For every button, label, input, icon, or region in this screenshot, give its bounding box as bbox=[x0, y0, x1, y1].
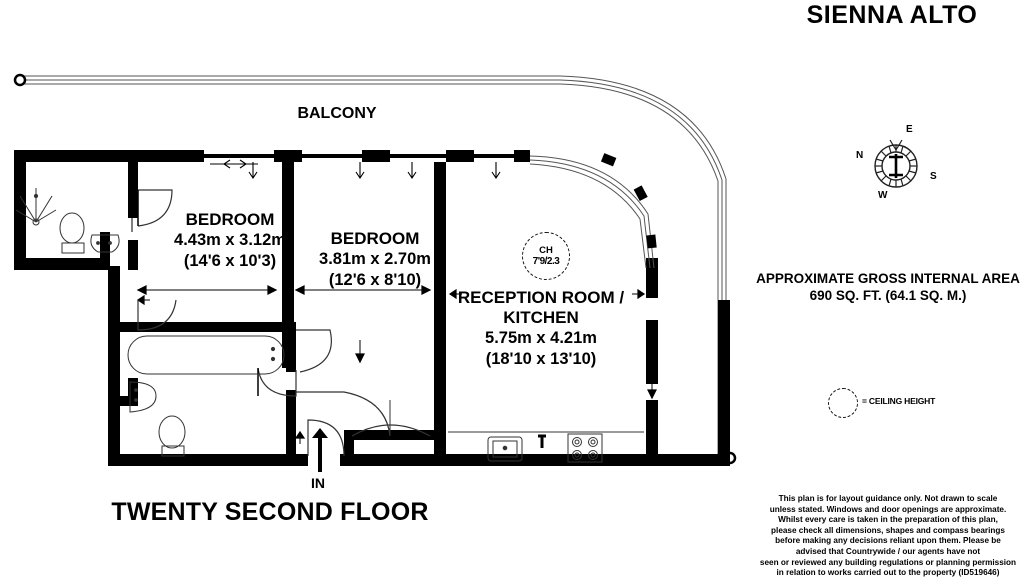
compass-north-label: N bbox=[856, 150, 864, 161]
ceiling-height-abbr: CH bbox=[539, 245, 553, 256]
bedroom-2-dim-imperial: (12'6 x 8'10) bbox=[328, 271, 422, 289]
area-heading: APPROXIMATE GROSS INTERNAL AREA bbox=[756, 271, 1020, 286]
compass-letters: N E S W bbox=[852, 122, 948, 210]
gross-internal-area: APPROXIMATE GROSS INTERNAL AREA 690 SQ. … bbox=[752, 270, 1024, 304]
ensuite-fixtures bbox=[15, 188, 120, 254]
bedroom-1-dim-imperial: (14'6 x 10'3) bbox=[183, 252, 277, 270]
bedroom-2-name: BEDROOM bbox=[330, 229, 420, 248]
compass-east-label: E bbox=[906, 124, 913, 135]
room-label-bedroom-2: BEDROOM 3.81m x 2.70m (12'6 x 8'10) bbox=[290, 228, 460, 291]
ceiling-height-legend-circle bbox=[828, 388, 858, 418]
disclaimer-line-5: before making any decisions reliant upon… bbox=[775, 536, 1001, 546]
room-label-reception-kitchen: RECEPTION ROOM / KITCHEN 5.75m x 4.21m (… bbox=[432, 288, 650, 370]
ceiling-height-marker: CH 7'9/2.3 bbox=[522, 232, 570, 280]
ceiling-height-legend-text: = CEILING HEIGHT bbox=[862, 396, 936, 406]
floor-label: TWENTY SECOND FLOOR bbox=[111, 498, 429, 526]
entrance-label: IN bbox=[311, 475, 325, 491]
compass-south-label: S bbox=[930, 171, 937, 182]
bedroom-1-dim-metric: 4.43m x 3.12m bbox=[174, 231, 286, 249]
reception-dim-imperial: (18'10 x 13'10) bbox=[485, 350, 597, 368]
door-swings bbox=[137, 189, 431, 457]
entrance-arrow-icon bbox=[312, 428, 328, 472]
balcony-railing bbox=[20, 75, 727, 458]
reception-name-line2: KITCHEN bbox=[503, 308, 579, 327]
bay-window-mullions bbox=[600, 153, 657, 249]
disclaimer-line-7: seen or reviewed any building regulation… bbox=[759, 557, 1017, 567]
disclaimer-text: This plan is for layout guidance only. N… bbox=[752, 494, 1024, 579]
dimension-arrows bbox=[131, 170, 657, 444]
disclaimer-line-1: This plan is for layout guidance only. N… bbox=[778, 494, 998, 503]
disclaimer-line-4: please check all dimensions, shapes and … bbox=[771, 525, 1005, 535]
bedroom-1-name: BEDROOM bbox=[185, 210, 275, 229]
kitchen-fixtures bbox=[448, 431, 644, 463]
bedroom-2-dim-metric: 3.81m x 2.70m bbox=[319, 250, 431, 268]
compass-west-label: W bbox=[878, 190, 888, 201]
compass-rose-icon bbox=[874, 139, 918, 188]
window-opening-arrows bbox=[210, 159, 501, 179]
disclaimer-line-2: unless stated. Windows and door openings… bbox=[769, 504, 1007, 514]
area-value: 690 SQ. FT. (64.1 SQ. M.) bbox=[809, 288, 967, 303]
disclaimer-line-8: in relation to works carried out to the … bbox=[776, 568, 1000, 578]
disclaimer-line-3: Whilst every care is taken in the prepar… bbox=[778, 515, 998, 525]
balcony-label: BALCONY bbox=[297, 105, 377, 122]
ceiling-height-value: 7'9/2.3 bbox=[532, 256, 560, 267]
structural-walls bbox=[14, 150, 730, 466]
property-title: SIENNA ALTO bbox=[806, 1, 978, 29]
room-label-bedroom-1: BEDROOM 4.43m x 3.12m (14'6 x 10'3) bbox=[120, 209, 340, 272]
reception-dim-metric: 5.75m x 4.21m bbox=[485, 329, 597, 347]
bathroom-fixtures bbox=[127, 335, 285, 457]
curved-bay-window bbox=[529, 155, 655, 269]
balcony-rail-end-left bbox=[13, 73, 27, 87]
reception-name-line1: RECEPTION ROOM / bbox=[457, 288, 625, 307]
disclaimer-line-6: advised that Countrywide / our agents ha… bbox=[795, 546, 981, 556]
